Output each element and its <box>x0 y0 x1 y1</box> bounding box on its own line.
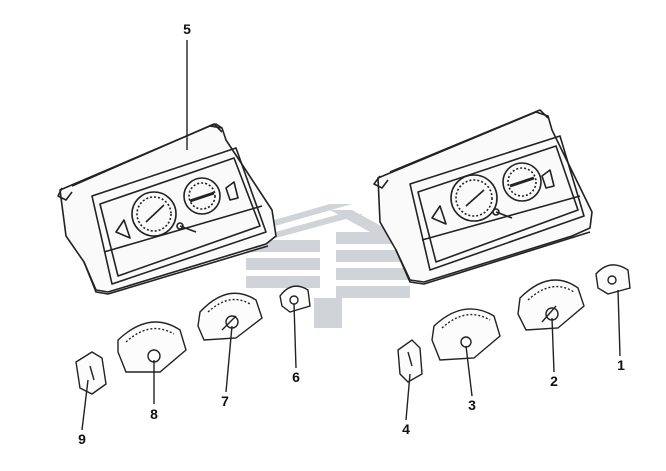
watermark-logo <box>232 204 410 328</box>
part-9-indicator-panel <box>75 351 107 395</box>
part-4-indicator-panel <box>397 339 423 383</box>
callout-9: 9 <box>78 431 86 447</box>
leader-9 <box>81 379 89 431</box>
leader-7 <box>225 325 233 393</box>
callout-8: 8 <box>150 406 158 422</box>
part-6-gauge <box>279 285 311 313</box>
instrument-cluster-right <box>373 109 593 285</box>
leader-1 <box>617 289 621 357</box>
callout-3: 3 <box>468 397 476 413</box>
callout-7: 7 <box>221 393 229 409</box>
leader-3 <box>465 345 473 397</box>
callout-6: 6 <box>292 369 300 385</box>
part-8-dial <box>117 321 187 373</box>
part-1-gauge <box>595 264 631 295</box>
callout-4: 4 <box>402 421 410 437</box>
leader-2 <box>551 317 555 373</box>
callout-2: 2 <box>550 373 558 389</box>
leader-4 <box>405 373 411 421</box>
instrument-cluster-left <box>57 123 277 295</box>
callout-1: 1 <box>617 357 625 373</box>
leader-lines <box>81 40 621 431</box>
callout-5: 5 <box>183 21 191 37</box>
part-2-dial <box>517 279 585 331</box>
part-3-dial <box>431 308 501 361</box>
leader-6 <box>293 303 297 369</box>
part-7-dial <box>197 292 263 341</box>
